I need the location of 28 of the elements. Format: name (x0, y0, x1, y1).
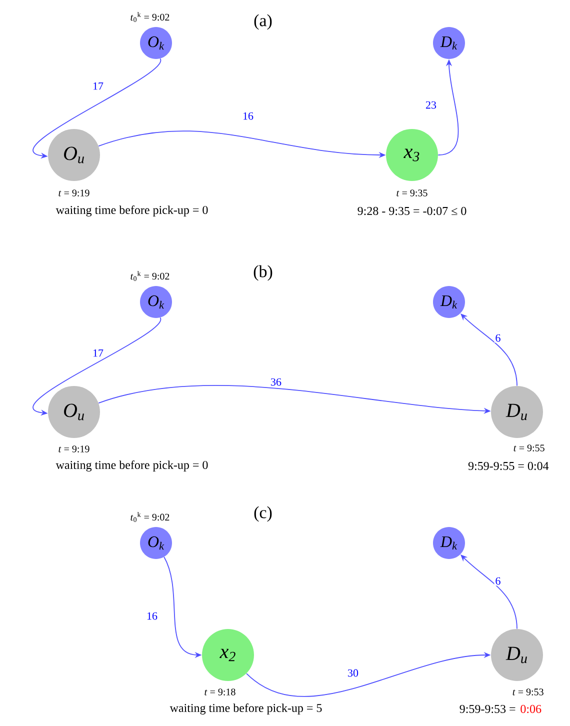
time-note: t = 9:53 (512, 688, 544, 696)
time-note: t = 9:19 (58, 446, 90, 452)
time-note: 9:59-9:53 = (460, 704, 516, 714)
panel-label: (c) (254, 506, 272, 522)
edge-label: 36 (270, 377, 282, 387)
time-note: t = 9:35 (396, 190, 428, 196)
edge-label: 23 (424, 100, 438, 110)
time-note: waiting time before pick-up = 0 (56, 460, 208, 472)
time-note: t = 9:19 (58, 190, 90, 196)
time-note: 9:28 - 9:35 = -0:07 ≤ 0 (358, 206, 466, 216)
edge-label: 17 (92, 81, 104, 91)
time-note: 0:06 (520, 704, 542, 714)
edge-label: 6 (494, 333, 502, 343)
time-note: waiting time before pick-up = 0 (56, 205, 208, 217)
time-note: t$_{0}$$^{k}$ = 9:02 (130, 12, 170, 22)
time-note: t = 9:55 (514, 444, 544, 452)
edge-label: 17 (92, 348, 104, 358)
time-note: t$_{0}$$^{k}$ = 9:02 (130, 512, 170, 522)
edge-label: 16 (146, 611, 158, 621)
panel-label: (a) (254, 14, 272, 30)
edge-label: 6 (494, 576, 502, 586)
time-note: waiting time before pick-up = 5 (170, 703, 322, 715)
time-note: t = 9:18 (204, 688, 236, 696)
time-note: t$_{0}$$^{k}$ = 9:02 (130, 271, 170, 282)
edge-label: 30 (346, 668, 360, 678)
panel-label: (b) (254, 265, 272, 281)
time-note: 9:59-9:55 = 0:04 (468, 462, 549, 470)
edge-label: 16 (242, 111, 254, 121)
